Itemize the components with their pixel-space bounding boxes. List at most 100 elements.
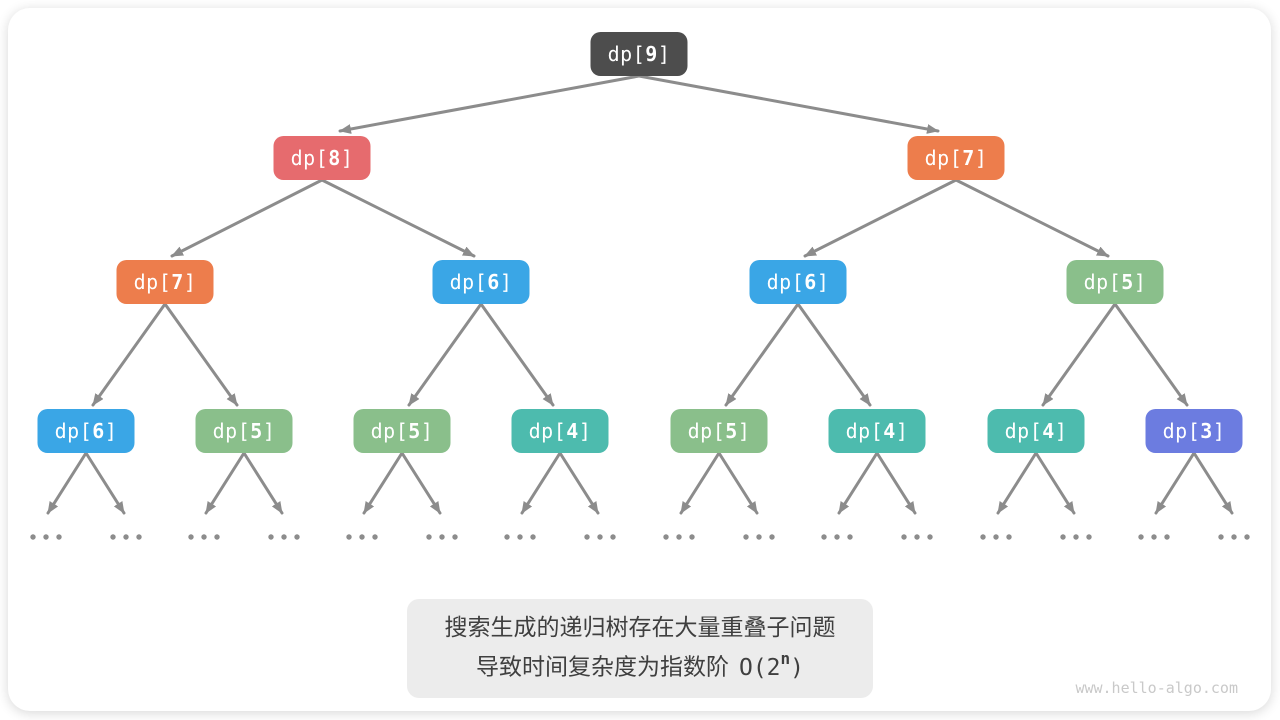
node-label-post: ] [1054, 419, 1068, 443]
node-label-post: ] [340, 146, 354, 170]
edge-arrow [362, 451, 404, 515]
edge-arrow [796, 302, 872, 407]
edge-arrow [1041, 302, 1117, 407]
node-label-post: ] [1212, 419, 1226, 443]
node-label-post: ] [499, 270, 513, 294]
node-label-num: 5 [408, 419, 421, 443]
ellipsis-leaf [268, 534, 300, 540]
edge-arrow [46, 451, 88, 515]
edge-arrow [91, 302, 167, 407]
ellipsis-leaf [504, 534, 536, 540]
edge-arrow [479, 302, 555, 407]
node-label-num: 4 [1042, 419, 1055, 443]
node-label-num: 6 [92, 419, 105, 443]
node-label-post: ] [578, 419, 592, 443]
tree-node-dp[5]: dp[5] [353, 409, 451, 453]
node-label-pre: dp[ [845, 419, 884, 443]
edge-arrow [338, 74, 641, 134]
node-label-pre: dp[ [290, 146, 329, 170]
caption-line2-text: 导致时间复杂度为指数阶 [475, 653, 729, 680]
node-label-pre: dp[ [54, 419, 93, 443]
node-label-pre: dp[ [607, 42, 646, 66]
edge-arrow [837, 451, 879, 515]
node-label-pre: dp[ [1083, 270, 1122, 294]
edge-arrow [204, 451, 246, 515]
tree-node-dp[7]: dp[7] [907, 136, 1005, 180]
tree-node-dp[6]: dp[6] [749, 260, 847, 304]
edge-arrow [400, 451, 442, 515]
edge-arrow [803, 178, 958, 258]
tree-node-dp[4]: dp[4] [987, 409, 1085, 453]
edge-arrow [84, 451, 126, 515]
tree-node-dp[9]: dp[9] [590, 32, 688, 76]
node-label-pre: dp[ [1004, 419, 1043, 443]
tree-node-dp[5]: dp[5] [670, 409, 768, 453]
node-label-num: 9 [645, 42, 658, 66]
node-label-pre: dp[ [687, 419, 726, 443]
ellipsis-leaf [188, 534, 220, 540]
tree-node-dp[4]: dp[4] [511, 409, 609, 453]
node-label-num: 5 [725, 419, 738, 443]
node-label-num: 5 [250, 419, 263, 443]
edge-arrow [558, 451, 600, 515]
edge-arrow [1192, 451, 1234, 515]
tree-node-dp[5]: dp[5] [1066, 260, 1164, 304]
ellipsis-leaf [980, 534, 1012, 540]
edge-arrow [679, 451, 721, 515]
node-label-num: 6 [487, 270, 500, 294]
edge-arrow [1034, 451, 1076, 515]
ellipsis-leaf [346, 534, 378, 540]
ellipsis-leaf [821, 534, 853, 540]
edge-arrow [954, 178, 1110, 258]
ellipsis-leaf [1138, 534, 1170, 540]
edge-arrow [1154, 451, 1196, 515]
ellipsis-leaf [30, 534, 62, 540]
node-label-pre: dp[ [212, 419, 251, 443]
node-label-num: 5 [1121, 270, 1134, 294]
node-label-pre: dp[ [924, 146, 963, 170]
tree-node-dp[6]: dp[6] [37, 409, 135, 453]
node-label-num: 4 [883, 419, 896, 443]
node-label-num: 4 [566, 419, 579, 443]
ellipsis-leaf [1218, 534, 1250, 540]
node-label-num: 3 [1200, 419, 1213, 443]
tree-node-dp[3]: dp[3] [1145, 409, 1243, 453]
node-label-pre: dp[ [133, 270, 172, 294]
ellipsis-leaf [1060, 534, 1092, 540]
edge-arrow [875, 451, 917, 515]
ellipsis-leaf [584, 534, 616, 540]
tree-node-dp[4]: dp[4] [828, 409, 926, 453]
node-label-post: ] [420, 419, 434, 443]
edge-arrow [637, 74, 940, 134]
node-label-post: ] [657, 42, 671, 66]
ellipsis-leaf [426, 534, 458, 540]
edge-arrow [170, 178, 324, 258]
node-label-num: 8 [328, 146, 341, 170]
node-label-num: 6 [804, 270, 817, 294]
tree-node-dp[6]: dp[6] [432, 260, 530, 304]
node-label-num: 7 [962, 146, 975, 170]
ellipsis-leaf [743, 534, 775, 540]
ellipsis-leaf [110, 534, 142, 540]
ellipsis-leaf [663, 534, 695, 540]
edge-arrow [320, 178, 476, 258]
caption-line1: 搜索生成的递归树存在大量重叠子问题 [444, 614, 836, 640]
node-label-pre: dp[ [528, 419, 567, 443]
node-label-post: ] [974, 146, 988, 170]
edge-arrow [717, 451, 759, 515]
node-label-pre: dp[ [1162, 419, 1201, 443]
node-label-post: ] [895, 419, 909, 443]
edge-arrow [724, 302, 800, 407]
tree-node-dp[5]: dp[5] [195, 409, 293, 453]
edge-arrow [242, 451, 284, 515]
node-label-pre: dp[ [449, 270, 488, 294]
node-label-num: 7 [171, 270, 184, 294]
tree-node-dp[7]: dp[7] [116, 260, 214, 304]
node-label-pre: dp[ [370, 419, 409, 443]
node-label-post: ] [104, 419, 118, 443]
node-label-post: ] [816, 270, 830, 294]
node-label-post: ] [183, 270, 197, 294]
